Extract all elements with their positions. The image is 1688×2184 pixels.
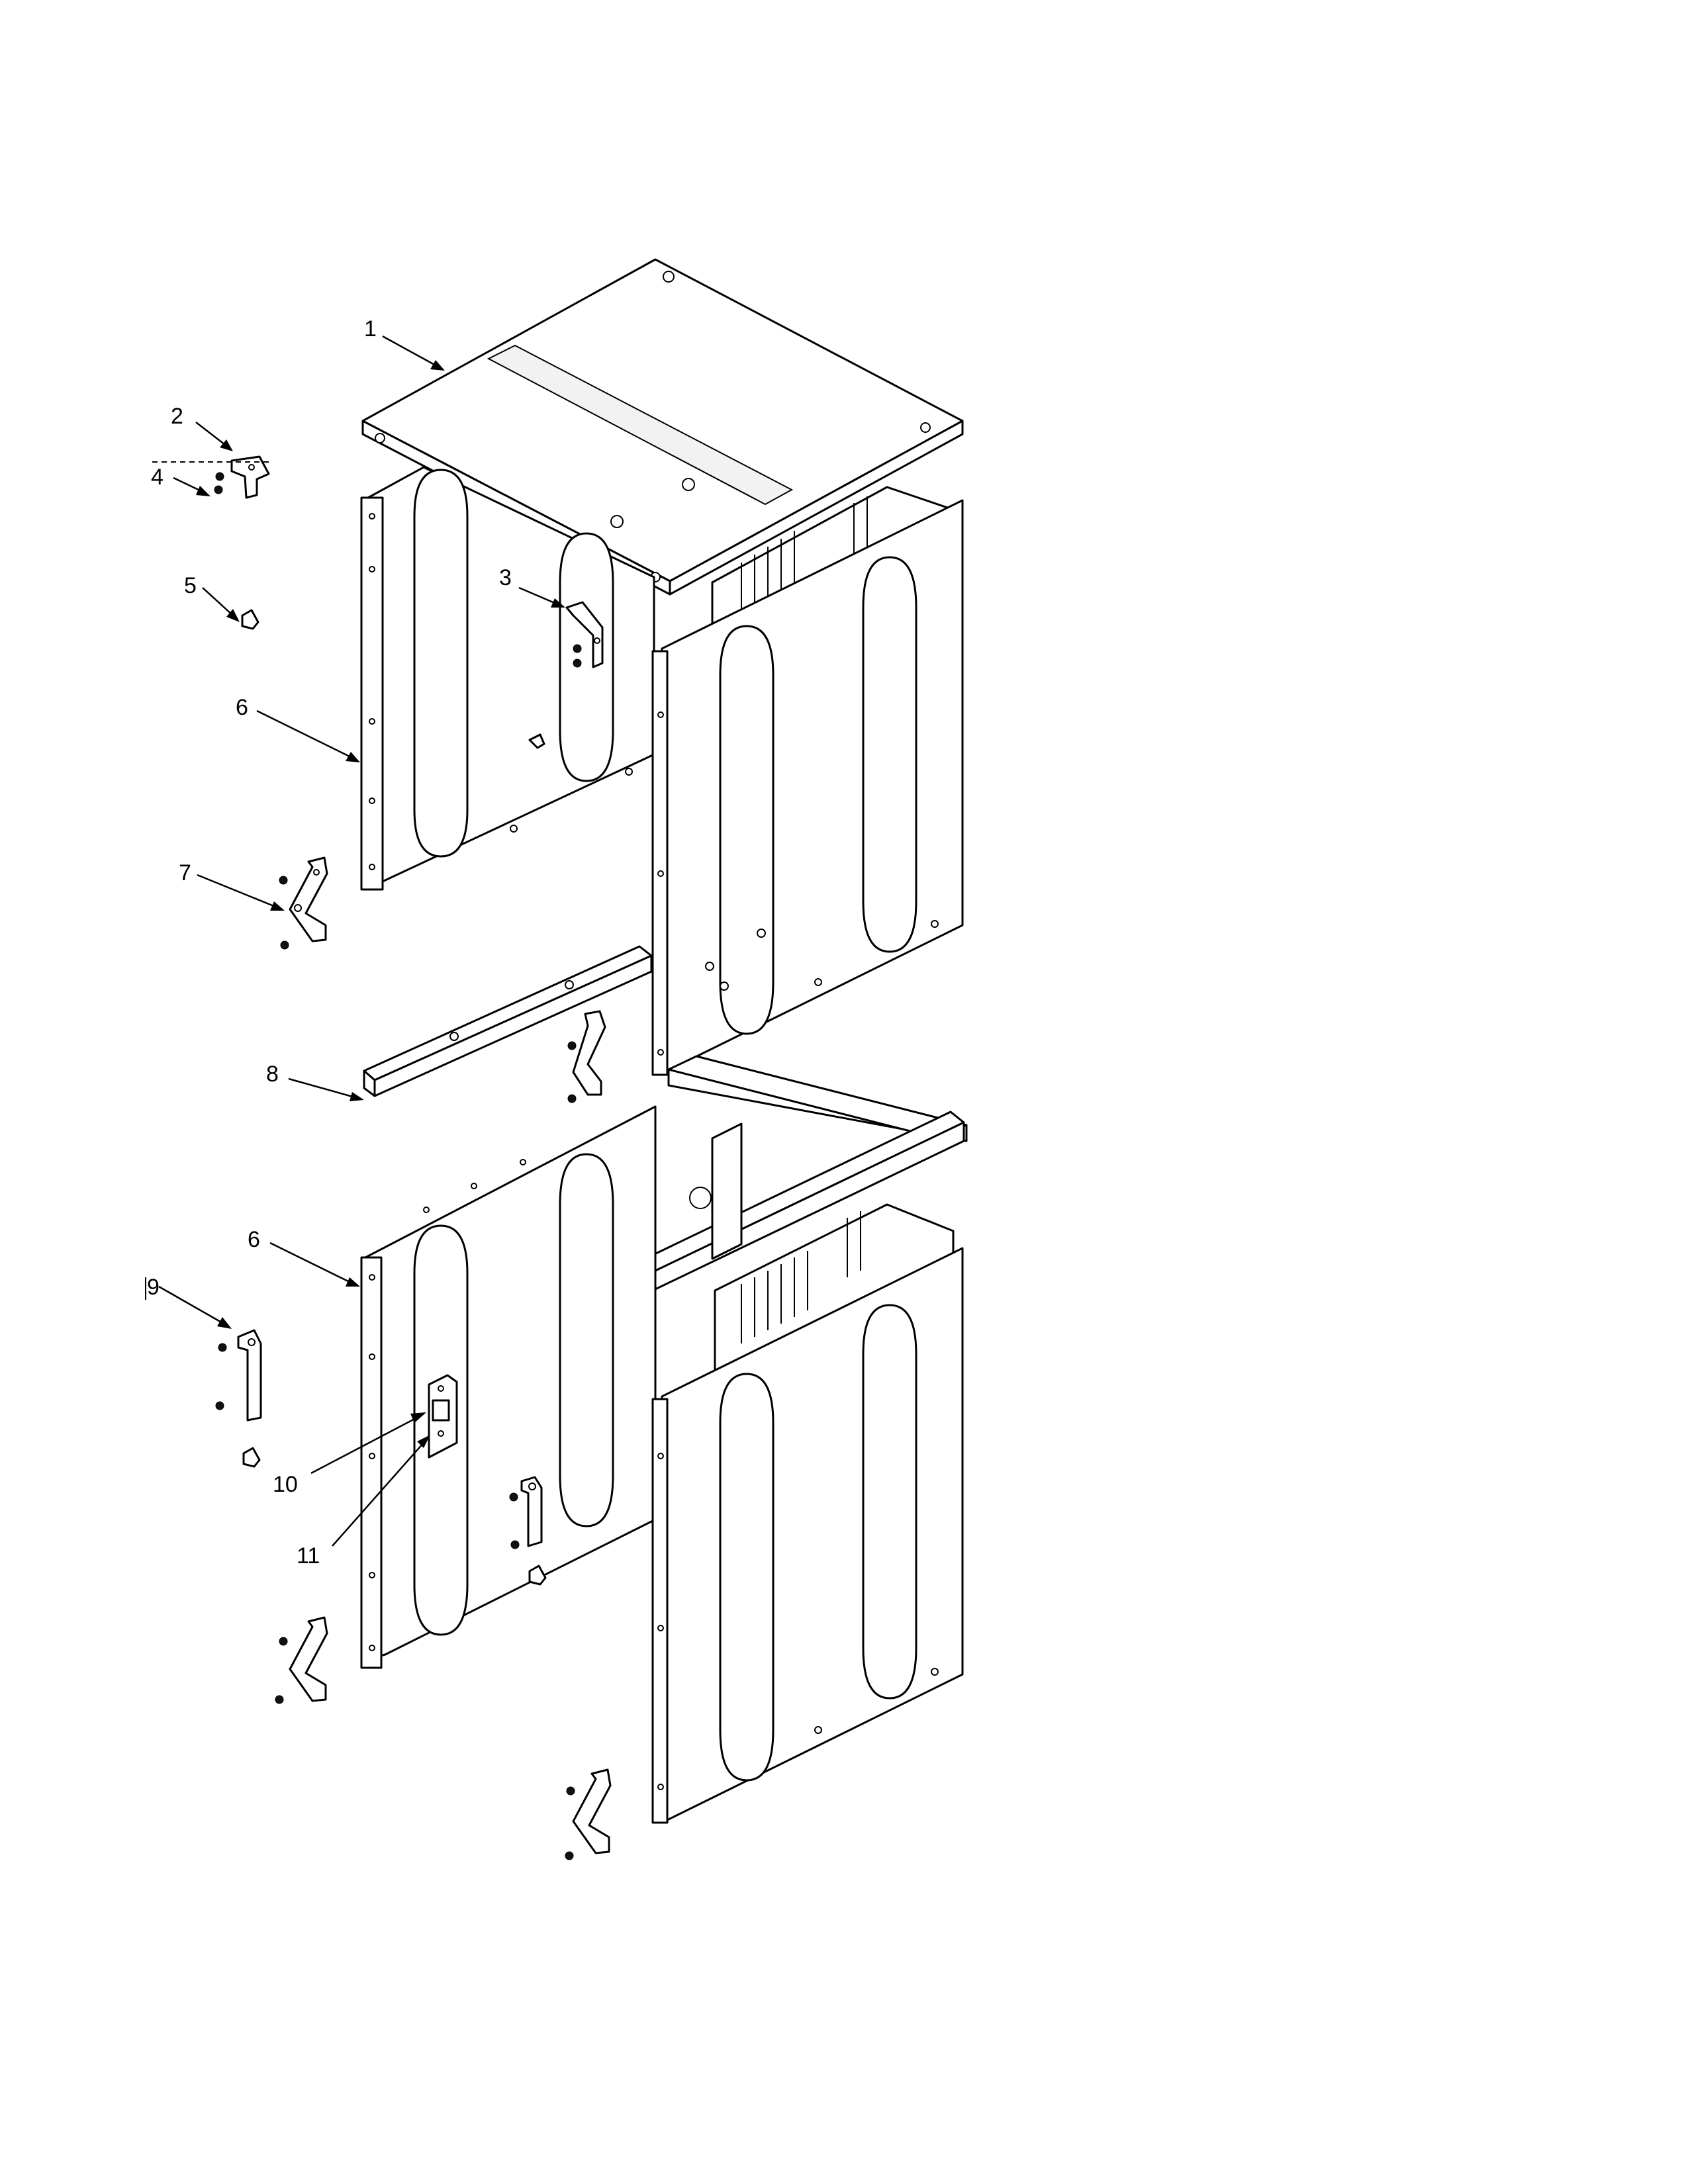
lower-left-foot-bracket xyxy=(275,1616,328,1704)
clip-part-5 xyxy=(241,609,259,630)
callout-9: 9 xyxy=(147,1275,160,1300)
bracket-part-3 xyxy=(528,601,604,749)
callout-11: 11 xyxy=(297,1543,320,1569)
lower-left-side-panel xyxy=(360,1105,657,1669)
callout-labels: 1 2 3 4 5 6 7 8 6 9 10 11 xyxy=(147,316,512,1569)
callout-2: 2 xyxy=(171,404,183,429)
callout-4: 4 xyxy=(151,465,164,490)
callout-leaders xyxy=(145,335,565,1547)
callout-6-lower: 6 xyxy=(248,1227,260,1252)
switch-bracket-part-10-11 xyxy=(428,1374,458,1459)
bracket-part-7 xyxy=(279,856,328,950)
lower-right-foot-bracket xyxy=(565,1768,612,1860)
crossbar-part-8 xyxy=(363,945,653,1097)
top-cover xyxy=(361,258,964,596)
callout-8: 8 xyxy=(266,1062,279,1087)
callout-5: 5 xyxy=(184,573,197,598)
upper-left-side-panel xyxy=(360,466,655,891)
callout-10: 10 xyxy=(273,1472,298,1497)
callout-7: 7 xyxy=(179,860,191,886)
bracket-part-2 xyxy=(152,455,273,499)
callout-1: 1 xyxy=(364,316,377,341)
callout-3: 3 xyxy=(499,565,512,590)
lower-mid-bracket xyxy=(509,1476,547,1586)
upper-right-side-panel xyxy=(651,499,964,1076)
bracket-part-9 xyxy=(215,1329,262,1468)
lower-right-side-panel xyxy=(651,1247,964,1824)
mid-bracket xyxy=(567,1010,606,1103)
callout-6-upper: 6 xyxy=(236,695,248,720)
